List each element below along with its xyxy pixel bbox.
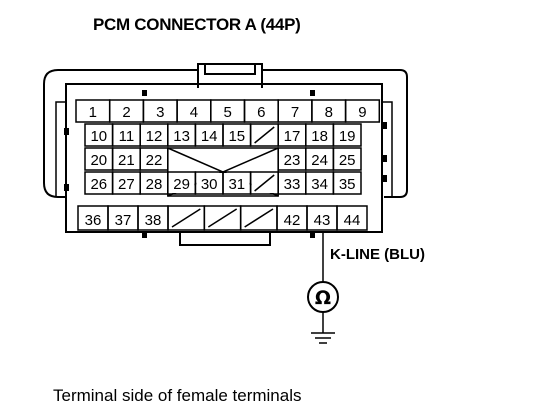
terminal-number: 17	[284, 128, 301, 145]
terminal-number: 38	[145, 212, 162, 229]
k-line-label: K-LINE (BLU)	[330, 246, 425, 263]
terminal-number: 31	[228, 176, 245, 193]
connector-bottom-key	[179, 232, 271, 246]
terminal-number: 15	[228, 128, 245, 145]
terminal-number: 29	[173, 176, 190, 193]
svg-text:Ω: Ω	[315, 287, 331, 309]
connector-housing-outline	[43, 63, 408, 198]
terminal-number: 19	[339, 128, 356, 145]
terminal-number: 26	[90, 176, 107, 193]
terminal-number: 21	[118, 152, 135, 169]
unused-terminal-slash	[254, 126, 275, 144]
terminal-number: 23	[284, 152, 301, 169]
terminal-number: 36	[85, 212, 102, 229]
terminal-cell-bg	[168, 173, 195, 193]
terminal-number: 4	[190, 104, 198, 121]
terminal-number: 34	[311, 176, 328, 193]
terminal-number: 9	[358, 104, 366, 121]
terminal-number: 20	[90, 152, 107, 169]
terminal-number: 27	[118, 176, 135, 193]
terminal-number: 6	[257, 104, 265, 121]
terminal-cell	[332, 123, 362, 147]
terminal-cell	[332, 171, 362, 195]
terminal-cell-bg	[224, 173, 250, 193]
terminal-number: 28	[146, 176, 163, 193]
terminal-number: 2	[122, 104, 130, 121]
terminal-number: 43	[314, 212, 331, 229]
terminal-number: 30	[201, 176, 218, 193]
terminal-number: 14	[201, 128, 218, 145]
diagram-title: PCM CONNECTOR A (44P)	[93, 15, 300, 34]
terminal-cell-bg	[196, 173, 222, 193]
unused-terminal-slash	[244, 208, 274, 228]
locating-marks	[64, 90, 387, 238]
diagram-caption: Terminal side of female terminals	[53, 386, 301, 405]
terminal-number: 3	[156, 104, 164, 121]
terminal-number: 33	[284, 176, 301, 193]
terminal-number: 8	[325, 104, 333, 121]
terminal-cell	[332, 147, 362, 171]
terminal-number: 24	[311, 152, 328, 169]
unused-terminal-slash	[171, 208, 201, 228]
ground-icon	[311, 312, 335, 344]
unused-terminal-slash	[207, 208, 238, 228]
terminal-number: 18	[311, 128, 328, 145]
terminal-number: 25	[339, 152, 356, 169]
terminal-number: 37	[115, 212, 132, 229]
terminal-number: 5	[223, 104, 231, 121]
terminal-number: 11	[119, 128, 135, 145]
terminal-number: 7	[291, 104, 299, 121]
terminal-number: 44	[344, 212, 361, 229]
terminal-cell	[336, 205, 368, 231]
terminal-number: 12	[146, 128, 163, 145]
terminal-number: 22	[146, 152, 163, 169]
ohm-meter-icon: Ω	[307, 281, 339, 313]
connector-side-rails	[55, 101, 393, 196]
unused-terminal-slash	[254, 174, 275, 192]
terminal-number: 35	[339, 176, 356, 193]
terminal-cell	[344, 99, 381, 123]
terminal-number: 42	[284, 212, 301, 229]
terminal-number: 10	[90, 128, 107, 145]
terminal-number: 1	[89, 104, 97, 121]
terminal-number: 13	[173, 128, 190, 145]
